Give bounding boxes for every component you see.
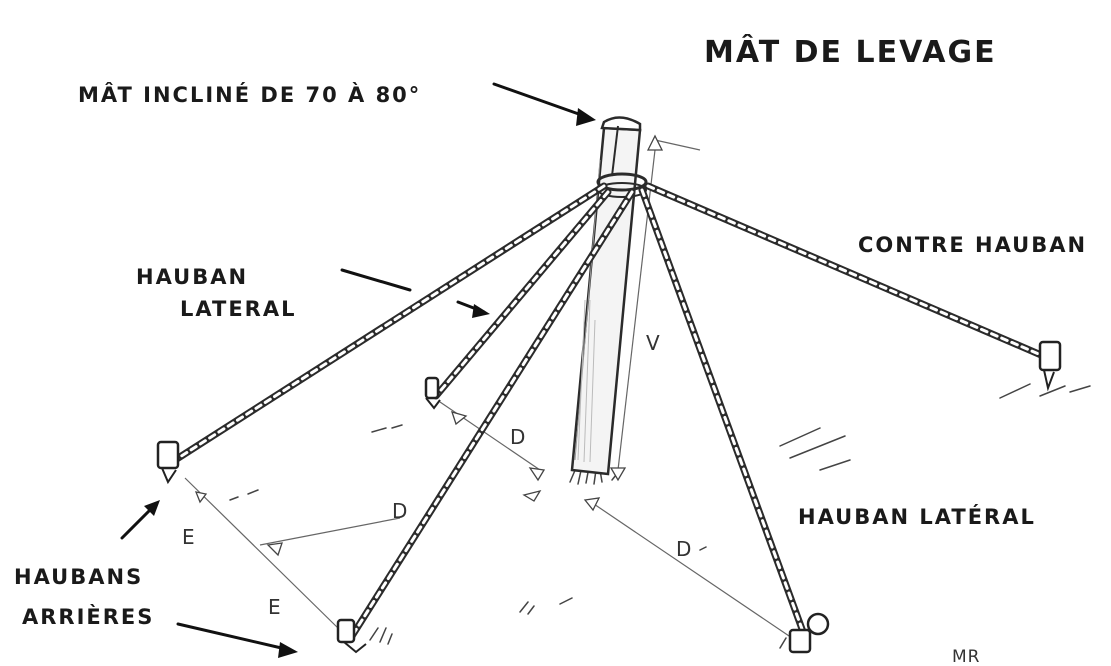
label-counter-guy: CONTRE HAUBAN [858,233,1087,257]
dimension-v: V [646,331,660,355]
dimension-d-rear: D [392,499,407,523]
stake-rear-left [158,442,178,482]
arrow-lateral-left [458,302,490,318]
label-rear-guys-2: ARRIÈRES [22,604,154,629]
label-lateral-guy-left-1: HAUBAN [136,265,248,289]
dimension-e-lower: E [268,595,281,619]
stake-lateral-left [426,378,440,408]
label-lateral-guy-right: HAUBAN LATÉRAL [798,504,1036,529]
drawing-title: MÂT DE LEVAGE [704,34,997,70]
stake-counter [1040,342,1060,388]
arrow-rear-guys-up [122,500,160,538]
label-lateral-guy-left-2: LATERAL [180,297,296,321]
callout-arrows [122,84,596,658]
arrow-lateral-left-line [342,270,410,290]
arrow-mast-inclined [494,84,596,126]
mast [572,117,646,474]
dimension-d-right: D [676,537,691,561]
signature: MR [952,647,980,666]
label-mast-inclined: MÂT INCLINÉ DE 70 À 80° [78,82,421,107]
dimension-lines [185,140,795,640]
dimension-e-upper: E [182,525,195,549]
label-rear-guys-1: HAUBANS [14,565,143,589]
arrow-rear-guys-right [178,624,298,658]
dimension-d-left: D [510,425,525,449]
